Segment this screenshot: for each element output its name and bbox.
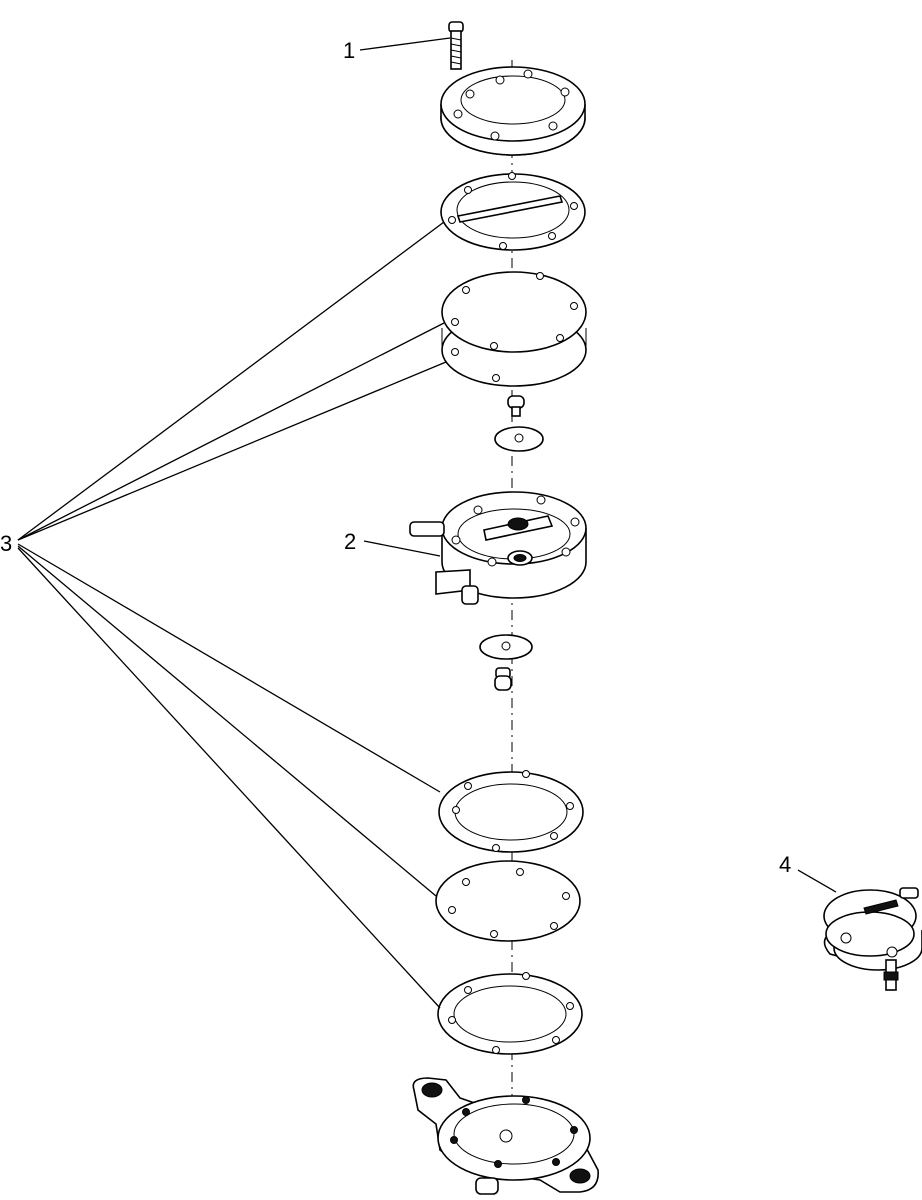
washer-lower-icon — [479, 634, 533, 660]
screw-icon — [448, 21, 464, 70]
check-valve-upper-icon — [507, 395, 525, 417]
callout-3: 3 — [0, 531, 12, 556]
leader-line-4 — [797, 869, 837, 893]
fuel-pump-assembly-icon — [823, 887, 922, 991]
top-cover-icon — [440, 66, 586, 156]
callout-2: 2 — [344, 529, 356, 554]
leader-lines-3 — [17, 221, 447, 1009]
base-housing-icon — [412, 1077, 599, 1195]
gasket-lower-2-icon — [437, 972, 583, 1055]
diaphragm-stack-icon — [441, 271, 587, 387]
washer-upper-icon — [494, 426, 544, 452]
pump-body-icon — [409, 491, 587, 605]
callout-1: 1 — [343, 38, 355, 63]
diaphragm-lower-icon — [435, 860, 581, 942]
callout-4: 4 — [779, 852, 791, 877]
check-valve-lower-icon — [494, 667, 512, 691]
gasket-top-icon — [440, 172, 586, 251]
leader-line-2 — [363, 540, 441, 557]
gasket-lower-1-icon — [438, 770, 584, 853]
leader-line-1 — [359, 37, 451, 51]
